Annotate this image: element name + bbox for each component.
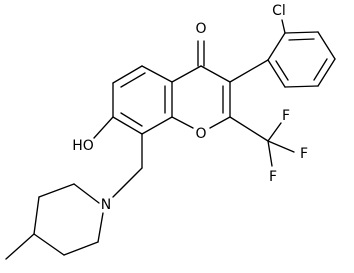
atom-label-fluorine-3: F <box>269 169 277 185</box>
bond-o1-c8a <box>171 116 194 129</box>
bond-cf3-f-bottom <box>267 140 273 167</box>
atom-label-nitrogen: N <box>101 197 111 213</box>
bond-c7-oh <box>93 116 114 139</box>
bond-ar2-ar3-inner <box>288 38 315 41</box>
atom-label-chlorine: Cl <box>272 3 286 19</box>
atom-label-ring-oxygen: O <box>195 126 206 142</box>
atom-label-fluorine-2: F <box>300 146 308 162</box>
bond-c2p-c3p <box>38 183 75 198</box>
bond-ar4-ar5 <box>317 58 336 87</box>
bond-c2-cf3 <box>229 116 269 142</box>
chlorophenyl-ring <box>229 19 336 88</box>
methylpiperidine-ring <box>5 183 104 260</box>
bond-ar2-cl <box>281 19 286 34</box>
bond-ar6-ar1 <box>267 59 286 88</box>
benzo-ring <box>112 65 173 135</box>
bond-c6p-n <box>97 212 104 243</box>
bond-c2-o1 <box>209 116 231 129</box>
bond-c6-c6-inner <box>120 72 146 88</box>
bond-ar5-ar6 <box>284 85 319 88</box>
bond-c4p-c5p <box>33 233 65 256</box>
bond-c3p-c4p <box>33 196 40 235</box>
bond-ar2-ar3 <box>284 31 319 34</box>
atom-label-fluorine-1: F <box>282 108 290 124</box>
atom-label-carbonyl-oxygen: O <box>195 21 206 37</box>
trifluoromethyl-group <box>229 116 295 167</box>
bond-ar4-ar5-inner <box>313 58 328 81</box>
pyranone-ring <box>171 40 231 129</box>
bond-c4a-c5 <box>141 65 173 83</box>
bond-c5-c6 <box>112 65 143 84</box>
bond-c8-c8a <box>141 116 173 135</box>
bond-c4a-c4 <box>171 65 202 83</box>
bond-c3-aryl <box>229 59 269 83</box>
bond-cf3-f-top <box>267 122 282 142</box>
bond-ar3-ar4 <box>317 31 336 60</box>
bond-ar1-ar2 <box>267 32 286 61</box>
bond-cf3-f-right <box>267 140 295 153</box>
bond-ch2-n <box>112 167 143 198</box>
bond-c7-c8-inner <box>120 112 143 127</box>
bond-c4p-methyl <box>5 233 35 260</box>
bond-c4-c3 <box>200 65 231 83</box>
bond-c5p-c6p <box>63 241 99 256</box>
bond-ar6-ar1-inner <box>275 60 289 81</box>
atom-labels: O O HO N Cl F F F <box>72 3 308 213</box>
atom-label-hydroxyl: HO <box>72 138 94 154</box>
bond-n-c2p <box>73 183 100 204</box>
bond-c7-c8 <box>112 116 143 135</box>
